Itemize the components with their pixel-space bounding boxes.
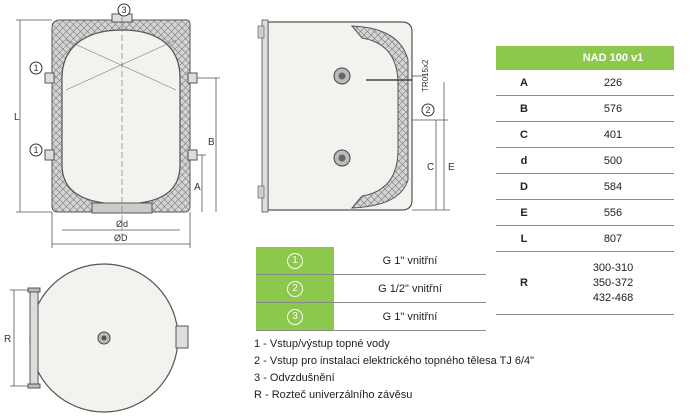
connection-table: 1 G 1" vnitřní 2 G 1/2" vnitřní 3 G 1" v… bbox=[256, 247, 486, 331]
spec-header: NAD 100 v1 bbox=[552, 46, 674, 70]
connection-row: 3 G 1" vnitřní bbox=[256, 302, 486, 331]
dim-label-e: E bbox=[448, 162, 455, 173]
connection-row: 1 G 1" vnitřní bbox=[256, 247, 486, 275]
probe-label: TR015x2 bbox=[421, 59, 430, 92]
top-view: R bbox=[4, 263, 189, 413]
dim-label-b: B bbox=[208, 137, 215, 148]
legend: 1 - Vstup/výstup topné vody 2 - Vstup pr… bbox=[254, 336, 534, 404]
connection-number: 2 bbox=[287, 280, 303, 297]
spec-header-row: NAD 100 v1 bbox=[496, 46, 674, 70]
dim-label-a: A bbox=[194, 182, 201, 193]
spec-row-r: R 300-310 350-372 432-468 bbox=[496, 251, 674, 315]
marker-3-top: 3 bbox=[117, 3, 131, 17]
side-view: TR015x2 2 C E bbox=[257, 19, 455, 213]
dim-label-D: ØD bbox=[114, 233, 128, 243]
svg-text:3: 3 bbox=[121, 5, 126, 15]
marker-2-side: 2 bbox=[421, 103, 435, 117]
dim-label-c: C bbox=[427, 162, 434, 173]
connection-thread: G 1" vnitřní bbox=[334, 302, 486, 331]
connection-number: 1 bbox=[287, 252, 303, 269]
front-section-view: 3 1 1 L B A Ød ØD bbox=[14, 3, 220, 248]
marker-1-lower: 1 bbox=[29, 143, 43, 157]
dim-label-d: Ød bbox=[116, 219, 128, 229]
connection-thread: G 1/2" vnitřní bbox=[334, 274, 486, 303]
svg-text:1: 1 bbox=[33, 145, 38, 155]
connection-thread: G 1" vnitřní bbox=[334, 247, 486, 275]
dim-label-l: L bbox=[14, 112, 20, 123]
connection-number: 3 bbox=[287, 308, 303, 325]
marker-1-upper: 1 bbox=[29, 61, 43, 75]
legend-item: 3 - Odvzdušnění bbox=[254, 372, 335, 384]
legend-item: 1 - Vstup/výstup topné vody bbox=[254, 338, 390, 350]
legend-item: 2 - Vstup pro instalaci elektrického top… bbox=[254, 355, 535, 367]
legend-item: R - Rozteč univerzálního závěsu bbox=[254, 389, 413, 401]
connection-row: 2 G 1/2" vnitřní bbox=[256, 274, 486, 303]
svg-text:1: 1 bbox=[33, 63, 38, 73]
svg-text:2: 2 bbox=[425, 105, 430, 115]
dim-label-r: R bbox=[4, 334, 11, 345]
